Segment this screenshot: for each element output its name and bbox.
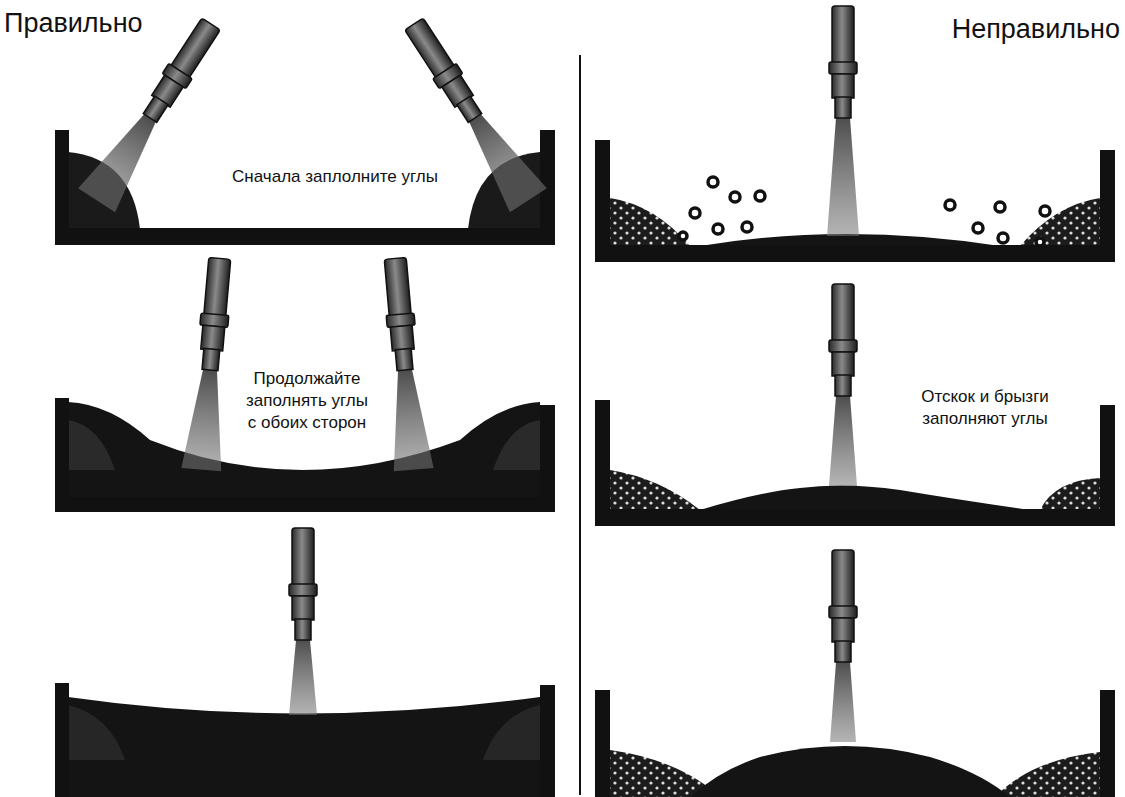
nozzle [78, 12, 229, 212]
heading: Правильно [4, 6, 224, 41]
nozzle [829, 284, 857, 486]
divider-line [579, 55, 581, 795]
nozzle [181, 257, 239, 472]
trough [595, 690, 1115, 797]
nozzle [375, 257, 433, 472]
rebound-particles [679, 177, 1050, 246]
instruction-note: Отскок и брызги заполняют углы [880, 386, 1090, 430]
nozzle [289, 528, 317, 715]
nozzle [827, 6, 859, 236]
instruction-note: Продолжайте заполнять углы с обоих сторо… [240, 368, 374, 434]
nozzle [829, 550, 857, 742]
heading: Неправильно [880, 12, 1120, 47]
instruction-note: Сначала заплолните углы [210, 166, 460, 188]
